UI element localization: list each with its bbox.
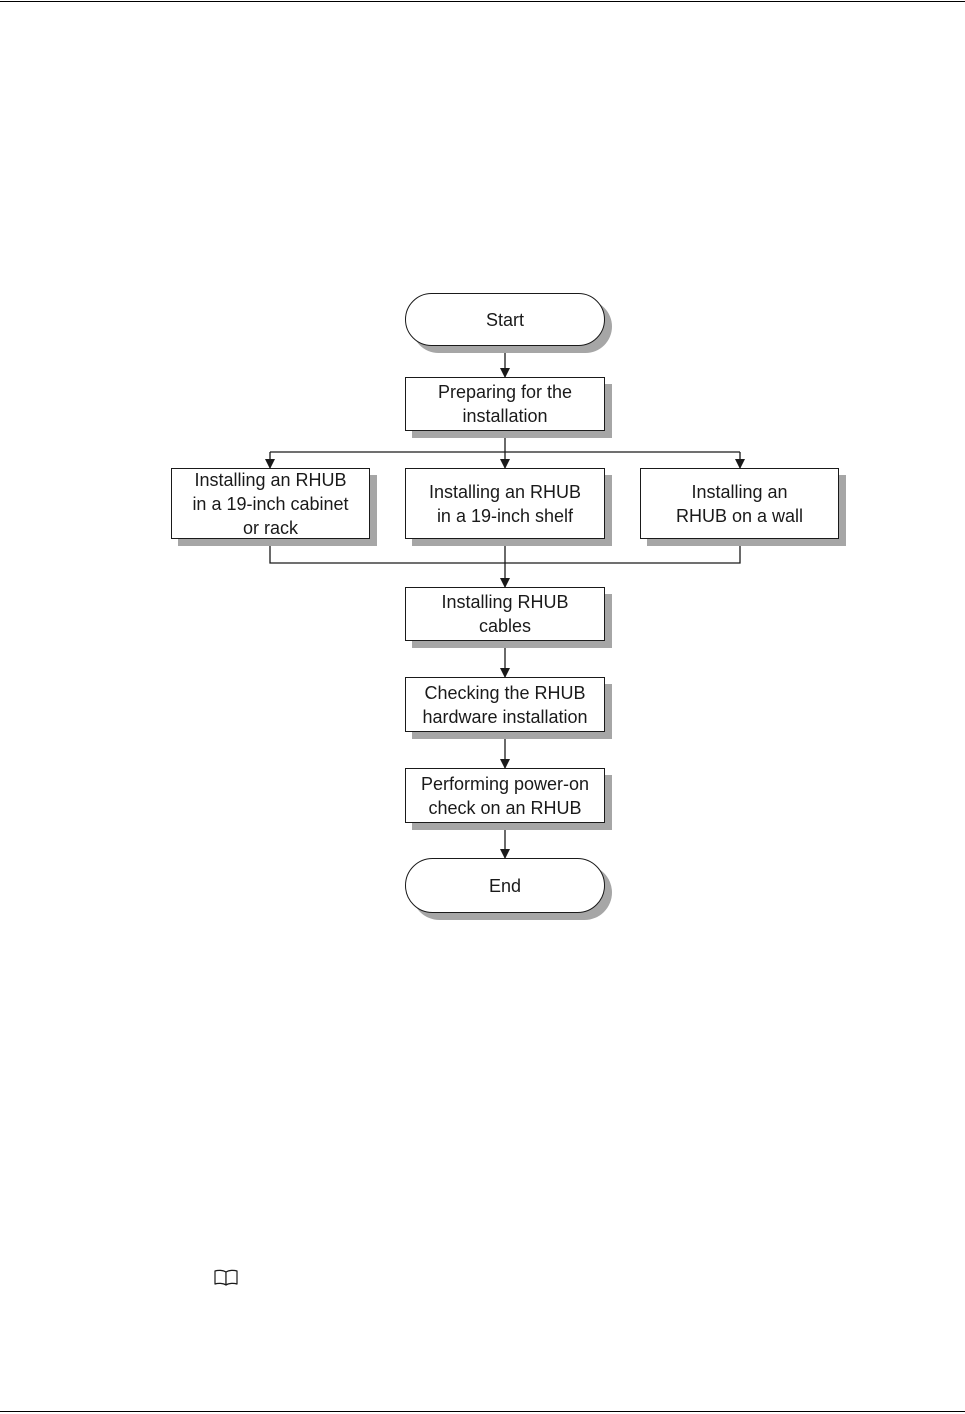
install-cables-step: Installing RHUB cables bbox=[405, 587, 605, 641]
install-wall-step: Installing an RHUB on a wall bbox=[640, 468, 839, 539]
end-label: End bbox=[405, 858, 605, 913]
install-cables-label: Installing RHUB cables bbox=[405, 587, 605, 641]
install-cabinet-step: Installing an RHUB in a 19-inch cabinet … bbox=[171, 468, 370, 539]
install-shelf-step: Installing an RHUB in a 19-inch shelf bbox=[405, 468, 605, 539]
prepare-label: Preparing for the installation bbox=[405, 377, 605, 431]
check-hardware-step: Checking the RHUB hardware installation bbox=[405, 677, 605, 732]
power-on-check-step: Performing power-on check on an RHUB bbox=[405, 768, 605, 823]
start-label: Start bbox=[405, 293, 605, 346]
install-wall-label: Installing an RHUB on a wall bbox=[640, 468, 839, 539]
footer-rule bbox=[0, 1411, 965, 1412]
check-hardware-label: Checking the RHUB hardware installation bbox=[405, 677, 605, 732]
end-node: End bbox=[405, 858, 605, 913]
start-node: Start bbox=[405, 293, 605, 346]
prepare-step: Preparing for the installation bbox=[405, 377, 605, 431]
power-on-check-label: Performing power-on check on an RHUB bbox=[405, 768, 605, 823]
book-icon bbox=[213, 1269, 239, 1287]
install-shelf-label: Installing an RHUB in a 19-inch shelf bbox=[405, 468, 605, 539]
install-cabinet-label: Installing an RHUB in a 19-inch cabinet … bbox=[171, 468, 370, 539]
